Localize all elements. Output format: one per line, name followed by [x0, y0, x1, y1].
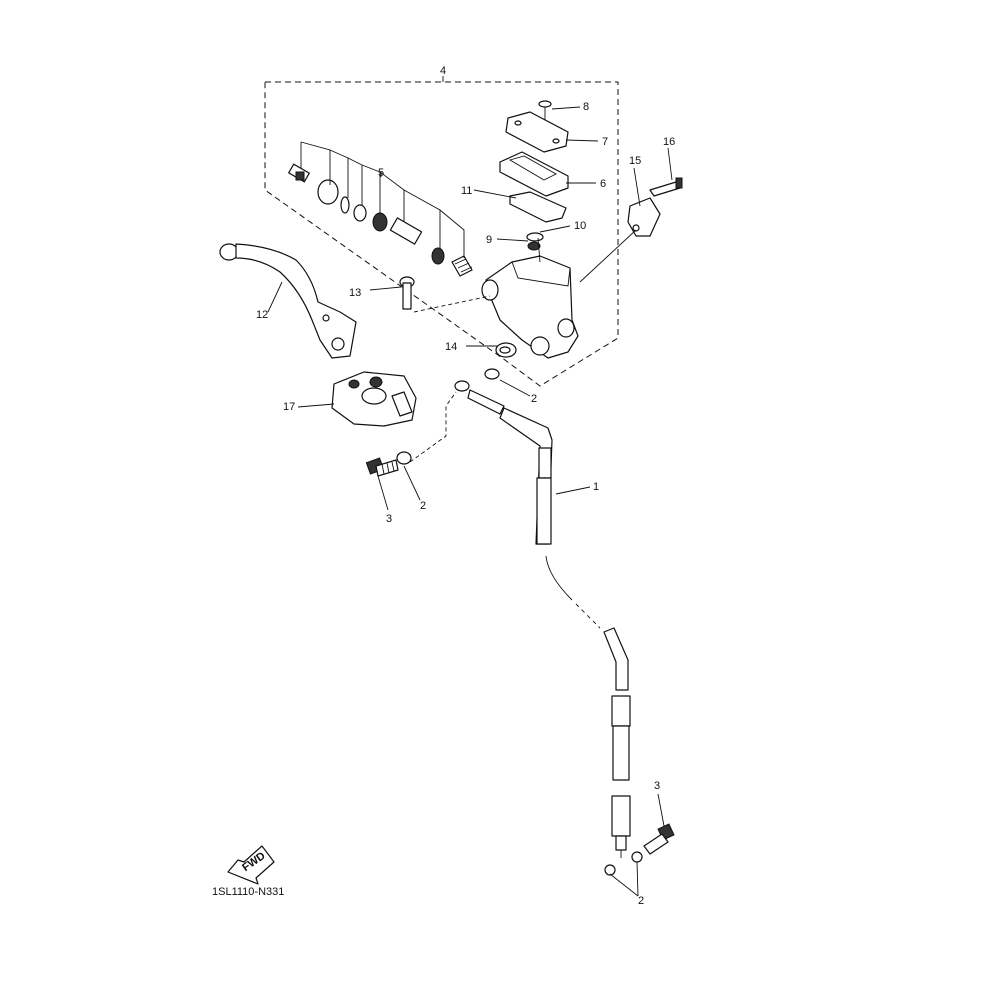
assembly-4-boundary — [264, 81, 619, 387]
leader-lines — [267, 106, 673, 897]
drawing-code: 1SL1110-N331 — [212, 886, 285, 898]
reservoir-parts — [499, 100, 569, 251]
callout-9: 9 — [486, 234, 492, 246]
callout-5: 5 — [378, 167, 384, 179]
master-cylinder — [481, 255, 579, 359]
callout-7: 7 — [602, 136, 608, 148]
hardware — [365, 368, 675, 876]
callout-13: 13 — [349, 287, 361, 299]
callout-3-upper: 3 — [386, 513, 392, 525]
grommet — [495, 342, 517, 358]
callout-8: 8 — [583, 101, 589, 113]
callout-10: 10 — [574, 220, 586, 232]
callout-17: 17 — [283, 401, 295, 413]
callout-14: 14 — [445, 341, 457, 353]
callout-4: 4 — [440, 65, 446, 77]
callout-2-mid: 2 — [420, 500, 426, 512]
callout-6: 6 — [600, 178, 606, 190]
callout-15: 15 — [629, 155, 641, 167]
callout-11: 11 — [461, 185, 472, 197]
brake-switch — [331, 371, 417, 427]
callout-12: 12 — [256, 309, 268, 321]
lever-pin — [399, 276, 415, 310]
piston-kit — [288, 141, 473, 277]
brake-lever — [219, 243, 357, 359]
brake-hose — [454, 380, 631, 858]
callout-1: 1 — [593, 481, 599, 493]
callout-16: 16 — [663, 136, 675, 148]
callout-2-upper: 2 — [531, 393, 537, 405]
holder-bracket — [627, 177, 683, 237]
callout-labels: 4 8 7 16 15 5 6 11 10 9 13 12 14 2 17 1 … — [256, 65, 675, 907]
fwd-arrow-icon: FWD — [227, 845, 275, 885]
callout-2-lower: 2 — [638, 895, 644, 907]
callout-3-lower: 3 — [654, 780, 660, 792]
